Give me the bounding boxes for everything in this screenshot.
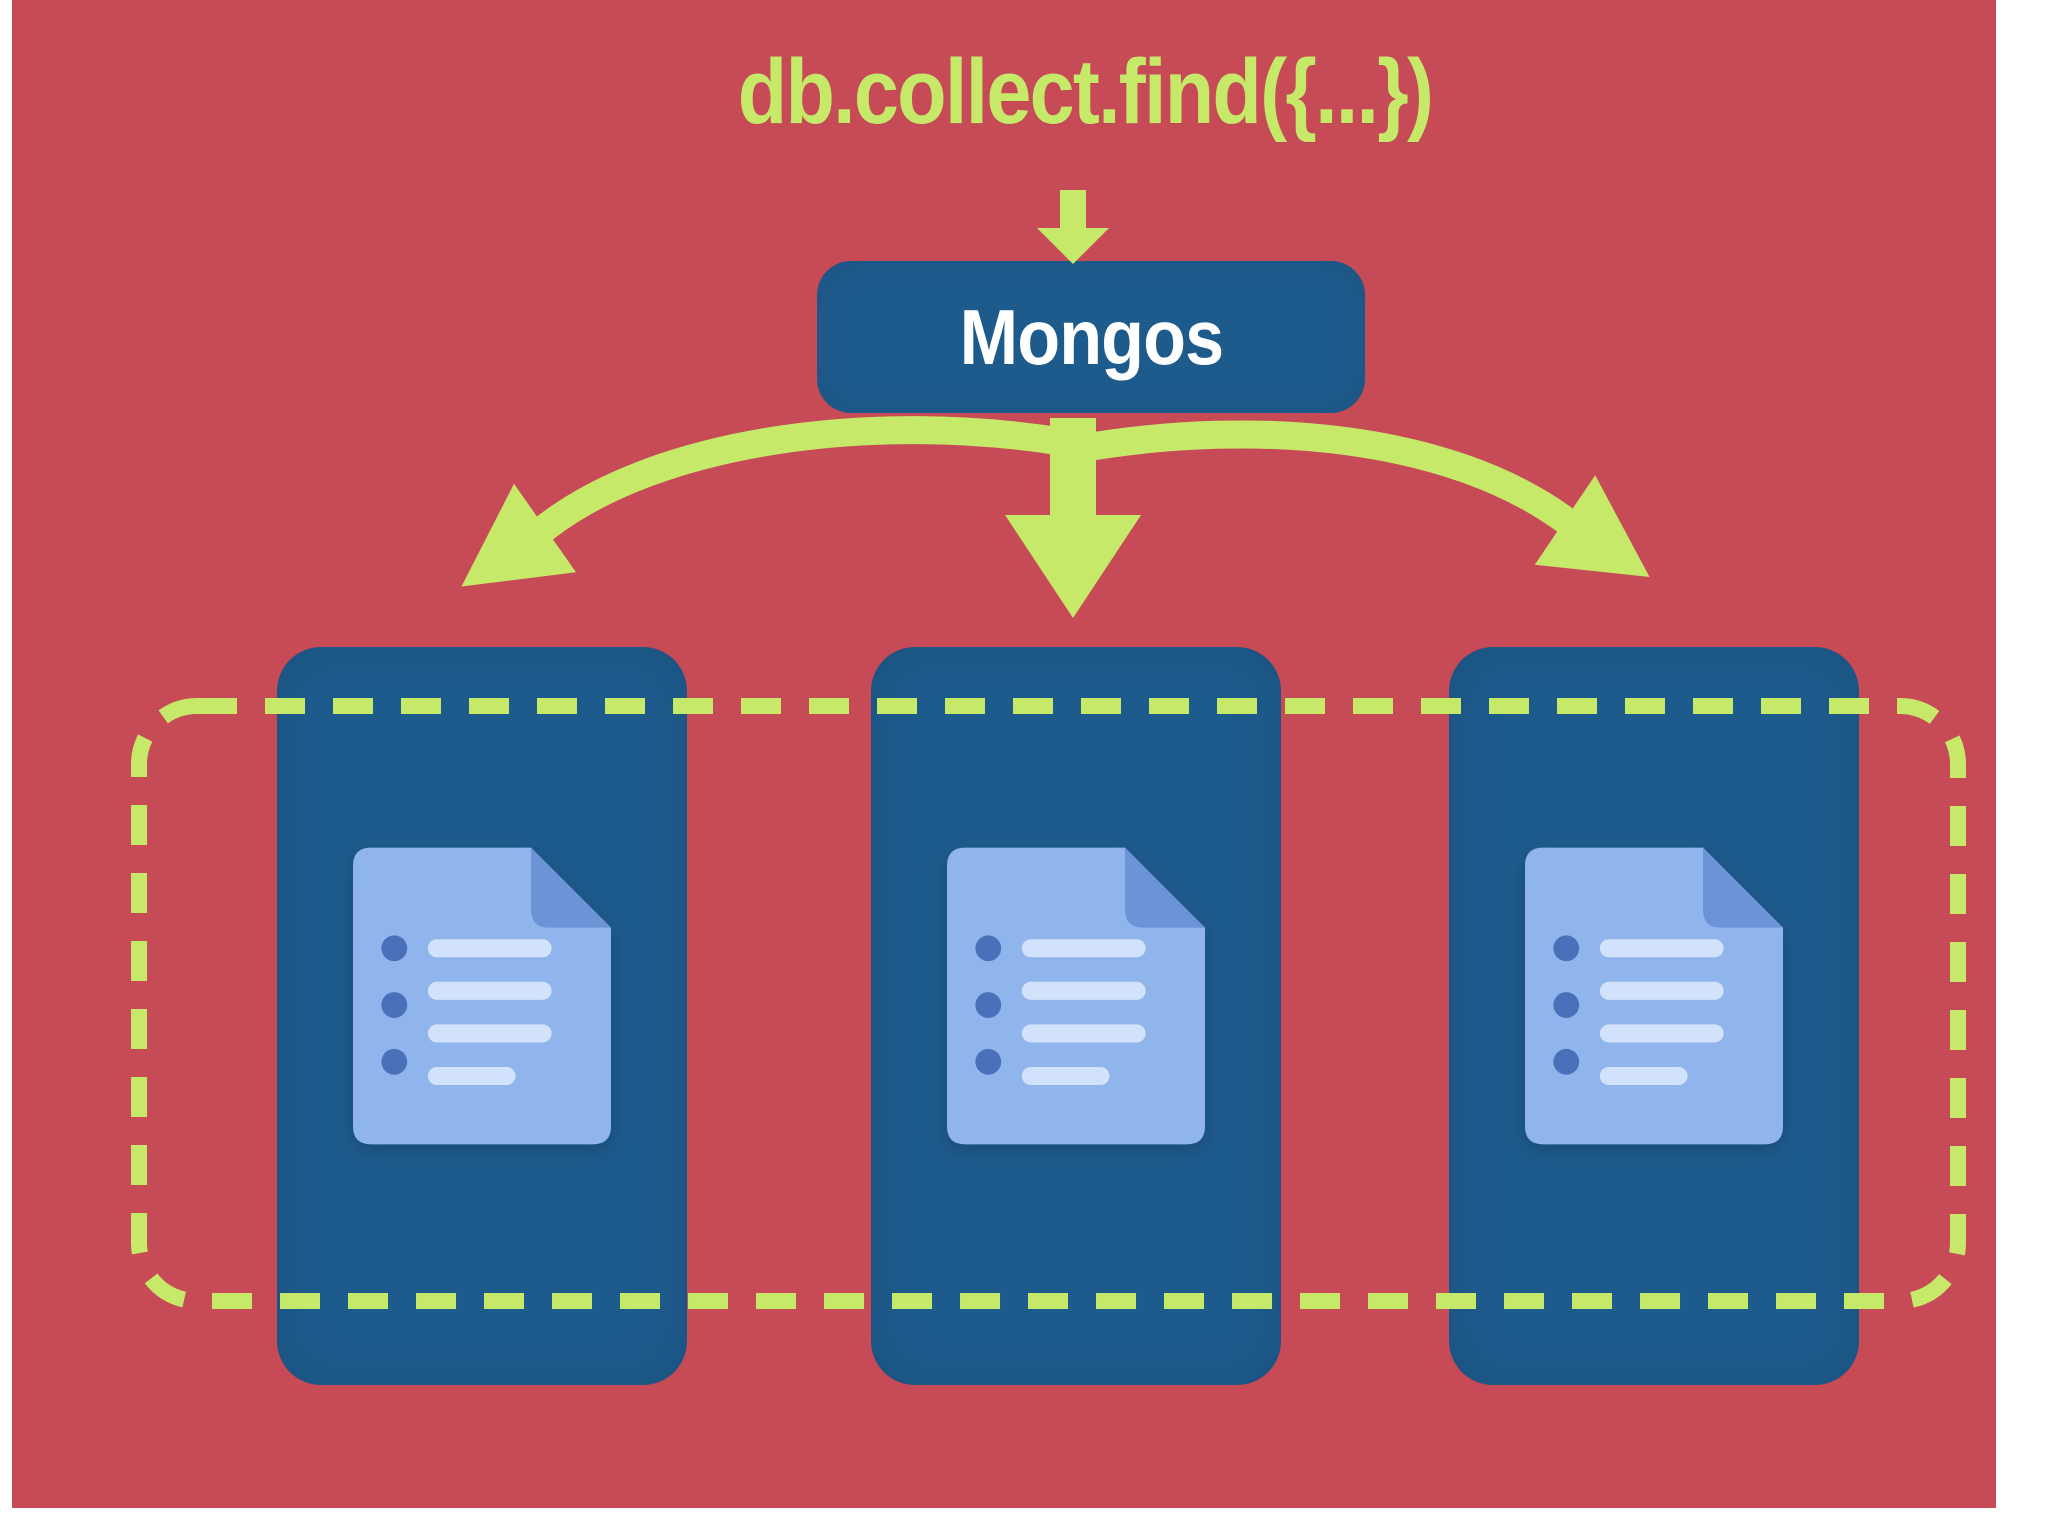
shard-3	[1449, 647, 1859, 1385]
shard-1	[277, 647, 687, 1385]
query-title: db.collect.find({...})	[737, 41, 1434, 143]
mongos-label: Mongos	[959, 292, 1224, 381]
document-icon	[947, 847, 1205, 1145]
document-icon	[1525, 847, 1783, 1145]
mongos-router: Mongos	[817, 261, 1365, 413]
document-icon	[353, 847, 611, 1145]
shard-2	[871, 647, 1281, 1385]
diagram-canvas: db.collect.find({...}) Mongos	[12, 0, 1996, 1508]
